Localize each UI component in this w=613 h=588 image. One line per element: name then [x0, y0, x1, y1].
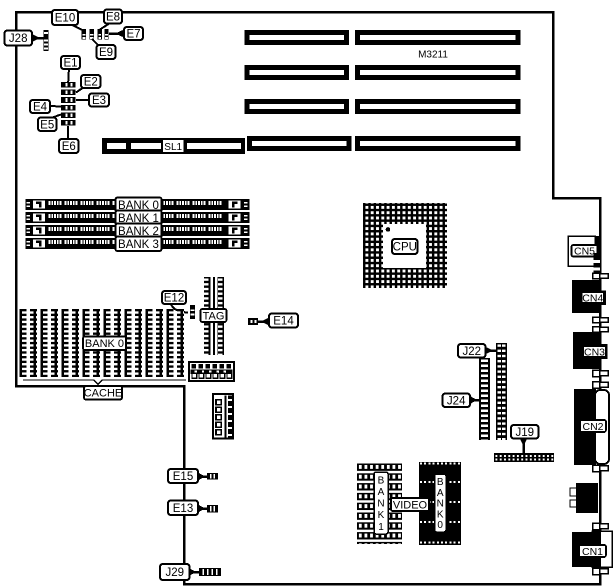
svg-text:CN5: CN5 — [574, 246, 595, 258]
svg-text:E3: E3 — [92, 95, 106, 107]
svg-text:J24: J24 — [447, 395, 466, 407]
svg-text:J29: J29 — [166, 567, 185, 579]
svg-text:1: 1 — [378, 522, 384, 533]
svg-text:E6: E6 — [62, 141, 76, 153]
svg-text:TAG: TAG — [203, 311, 225, 323]
svg-text:CN2: CN2 — [582, 421, 603, 433]
svg-text:BANK 1: BANK 1 — [118, 213, 159, 225]
svg-text:CN4: CN4 — [582, 292, 603, 304]
svg-text:E9: E9 — [99, 47, 113, 59]
svg-text:E5: E5 — [40, 119, 54, 131]
svg-text:E7: E7 — [126, 29, 140, 41]
svg-text:B: B — [437, 477, 444, 488]
svg-text:BANK 0: BANK 0 — [118, 200, 159, 212]
svg-text:E14: E14 — [273, 316, 294, 328]
svg-text:E8: E8 — [106, 12, 120, 24]
svg-text:E13: E13 — [173, 503, 193, 515]
svg-text:E15: E15 — [173, 471, 193, 483]
svg-text:CN1: CN1 — [582, 546, 603, 558]
svg-text:BANK 0: BANK 0 — [85, 338, 124, 350]
svg-text:E1: E1 — [63, 58, 77, 70]
svg-text:N: N — [437, 499, 444, 510]
svg-text:J19: J19 — [516, 427, 535, 439]
svg-text:CPU: CPU — [393, 242, 417, 254]
svg-text:BANK 3: BANK 3 — [118, 239, 159, 251]
svg-text:M3211: M3211 — [418, 50, 448, 61]
svg-text:J28: J28 — [9, 33, 28, 45]
svg-text:K: K — [437, 509, 444, 520]
svg-text:CN3: CN3 — [584, 346, 605, 358]
svg-text:B: B — [378, 475, 385, 486]
svg-text:K: K — [378, 510, 385, 521]
svg-text:A: A — [378, 487, 385, 498]
svg-text:CACHE: CACHE — [84, 388, 123, 400]
svg-text:0: 0 — [437, 520, 443, 531]
svg-text:E4: E4 — [33, 102, 48, 114]
svg-text:E2: E2 — [84, 77, 98, 89]
svg-text:SL1: SL1 — [164, 142, 182, 153]
svg-text:BANK 2: BANK 2 — [118, 226, 159, 238]
svg-text:N: N — [377, 499, 384, 510]
svg-text:E10: E10 — [55, 13, 75, 25]
svg-text:VIDEO: VIDEO — [393, 500, 428, 512]
svg-text:E12: E12 — [164, 293, 184, 305]
svg-text:A: A — [437, 488, 444, 499]
svg-text:J22: J22 — [463, 346, 482, 358]
